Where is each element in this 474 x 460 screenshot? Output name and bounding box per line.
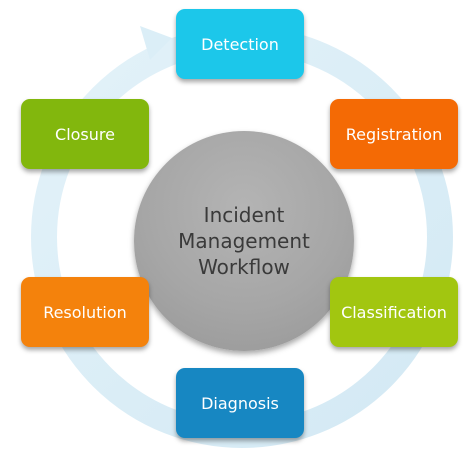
step-registration-label: Registration (345, 124, 443, 144)
step-resolution-label: Resolution (43, 302, 127, 322)
center-title: Incident Management Workflow (178, 202, 310, 280)
step-classification: Classification (330, 277, 458, 347)
step-resolution: Resolution (21, 277, 149, 347)
step-closure: Closure (21, 99, 149, 169)
step-diagnosis-label: Diagnosis (201, 393, 279, 413)
center-title-line-3: Workflow (198, 255, 290, 279)
step-closure-label: Closure (55, 124, 115, 144)
center-title-line-1: Incident (203, 203, 285, 227)
step-registration: Registration (330, 99, 458, 169)
center-title-line-2: Management (178, 229, 310, 253)
step-detection: Detection (176, 9, 304, 79)
cycle-arrowhead-icon (140, 26, 172, 60)
center-circle: Incident Management Workflow (134, 131, 354, 351)
step-diagnosis: Diagnosis (176, 368, 304, 438)
step-detection-label: Detection (201, 34, 279, 54)
step-classification-label: Classification (341, 302, 447, 322)
